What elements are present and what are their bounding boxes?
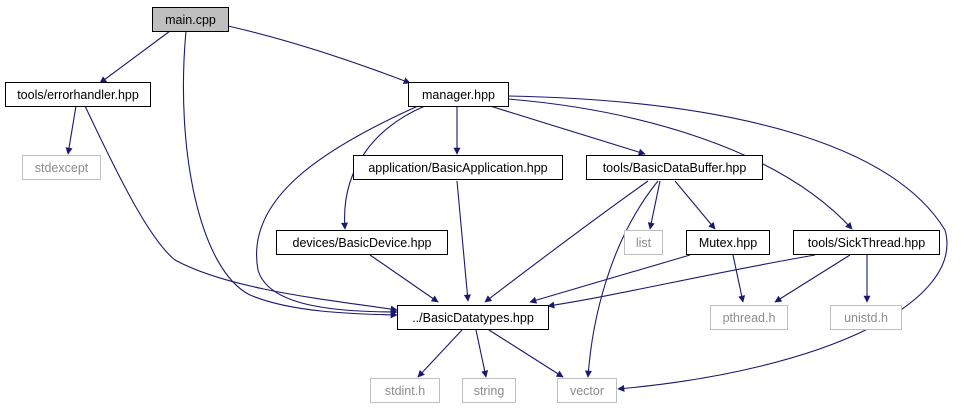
edge-basicdevice-to-basicdatatypes (369, 254, 439, 303)
edge-sickthread-to-basicdatatypes (547, 254, 816, 309)
edge-main-to-errorhandler (99, 30, 171, 84)
node-sick-thread-hpp[interactable]: tools/SickThread.hpp (793, 230, 940, 255)
edge-main-to-manager (227, 25, 411, 85)
edge-manager-to-basicdevice (341, 105, 426, 230)
edge-main-to-basicdatatypes (182, 30, 398, 319)
node-string: string (462, 378, 516, 403)
edge-errorhandler-to-stdexcept (65, 105, 77, 155)
node-vector: vector (557, 378, 617, 403)
edge-basicdatabuffer-to-vector (584, 180, 659, 378)
edge-basicdatabuffer-to-mutex (674, 180, 716, 230)
edge-manager-to-basicdatabuffer (489, 105, 646, 156)
edge-basicdatabuffer-to-basicdatatypes (484, 180, 649, 303)
edge-manager-to-basicdatatypes (256, 105, 419, 316)
node-main-cpp: main.cpp (152, 7, 229, 32)
node-stdexcept: stdexcept (22, 155, 101, 180)
edge-basicdatatypes-to-stdint (417, 329, 463, 378)
node-errorhandler-hpp[interactable]: tools/errorhandler.hpp (5, 82, 151, 107)
edge-manager-to-sickthread (507, 98, 853, 230)
edge-basicdatatypes-to-vector (488, 329, 564, 378)
edge-basicdatabuffer-to-list (647, 180, 661, 230)
node-unistd-h: unistd.h (830, 305, 902, 330)
node-basic-data-buffer-hpp[interactable]: tools/BasicDataBuffer.hpp (586, 155, 763, 180)
edge-manager-to-vector (507, 95, 948, 392)
edge-mutex-to-basicdatatypes (529, 254, 691, 304)
node-basic-datatypes-hpp[interactable]: ../BasicDatatypes.hpp (397, 305, 549, 330)
node-basic-application-hpp[interactable]: application/BasicApplication.hpp (353, 155, 563, 180)
node-pthread-h: pthread.h (710, 305, 788, 330)
node-stdint-h: stdint.h (370, 378, 440, 403)
edge-errorhandler-to-basicdatatypes (84, 105, 398, 313)
node-manager-hpp[interactable]: manager.hpp (408, 82, 509, 107)
edge-mutex-to-pthread (732, 254, 746, 303)
edge-basicdatatypes-to-string (475, 329, 489, 378)
node-mutex-hpp[interactable]: Mutex.hpp (686, 230, 770, 255)
node-list: list (624, 230, 663, 255)
edge-sickthread-to-pthread (774, 254, 851, 303)
edge-basicapplication-to-basicdatatypes (456, 180, 471, 302)
node-basic-device-hpp[interactable]: devices/BasicDevice.hpp (276, 230, 448, 255)
